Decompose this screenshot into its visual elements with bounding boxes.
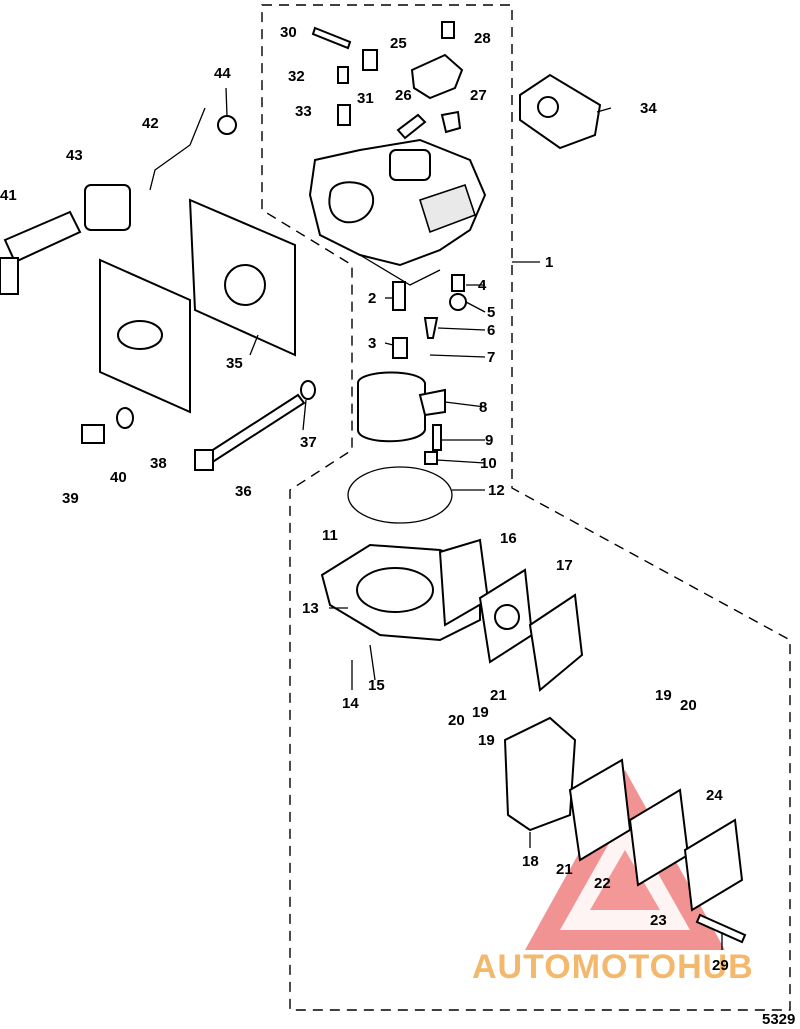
label-12: 12 [488,482,505,499]
label-43: 43 [66,147,83,164]
label-30: 30 [280,24,297,41]
label-4: 4 [478,277,487,294]
nut-44 [217,115,237,135]
label-37: 37 [300,434,317,451]
label-19b: 19 [655,687,672,704]
label-39: 39 [62,490,79,507]
grommet-43 [84,184,131,231]
label-16: 16 [500,530,517,547]
label-23: 23 [650,912,667,929]
cover-24 [683,818,744,912]
label-19a: 19 [472,704,489,721]
label-21b: 21 [556,861,573,878]
label-10: 10 [480,455,497,472]
label-42: 42 [142,115,159,132]
label-2: 2 [368,290,376,307]
gasket-34 [519,73,602,150]
label-31: 31 [357,90,374,107]
float-assembly [357,274,467,465]
gasket-16 [478,568,534,664]
label-26: 26 [395,87,412,104]
label-15: 15 [368,677,385,694]
label-32: 32 [288,68,305,85]
washer-37 [300,380,316,400]
label-36: 36 [235,483,252,500]
label-17: 17 [556,557,573,574]
screw-39 [81,424,105,444]
intake-tube-41 [0,210,82,295]
label-18: 18 [522,853,539,870]
washer-40 [116,407,134,429]
carburetor-upper-body [308,138,487,286]
label-9: 9 [485,432,493,449]
carburetor-lower-body-11 [320,538,490,642]
label-13: 13 [302,600,319,617]
label-29: 29 [712,957,729,974]
o-ring-12 [347,466,453,524]
gasket-17 [528,593,584,692]
label-20b: 20 [680,697,697,714]
label-6: 6 [487,322,495,339]
label-41: 41 [0,187,17,204]
cover-plate-25 [410,53,464,100]
label-34: 34 [640,100,657,117]
label-27: 27 [470,87,487,104]
silencer-cover-38 [99,258,191,414]
label-14: 14 [342,695,359,712]
label-35: 35 [226,355,243,372]
label-7: 7 [487,349,495,366]
link-rod-42 [149,107,206,191]
part-labels: 1 2 3 4 5 6 7 8 9 10 11 12 13 14 15 16 1… [0,24,729,974]
gasket-22 [568,758,632,862]
label-28: 28 [474,30,491,47]
label-5: 5 [487,304,495,321]
label-22: 22 [594,875,611,892]
mounting-plate-35 [188,198,296,357]
label-33: 33 [295,103,312,120]
leader-lines [225,87,723,950]
label-40: 40 [110,469,127,486]
watermark-logo: AUTOMOTOHUB [472,770,754,986]
label-38: 38 [150,455,167,472]
label-25: 25 [390,35,407,52]
label-20a: 20 [448,712,465,729]
bolt-36 [194,393,306,471]
label-19c: 19 [478,732,495,749]
label-44: 44 [214,65,231,82]
label-3: 3 [368,335,376,352]
fuel-pump-18 [503,716,577,832]
label-8: 8 [479,399,487,416]
figure-number: 5329 [762,1011,795,1028]
label-24: 24 [706,787,723,804]
label-11: 11 [322,527,338,544]
label-1: 1 [545,254,553,271]
label-21a: 21 [490,687,507,704]
watermark-text: AUTOMOTOHUB [472,948,754,986]
small-parts-top [311,21,462,140]
screw-29 [695,913,747,944]
